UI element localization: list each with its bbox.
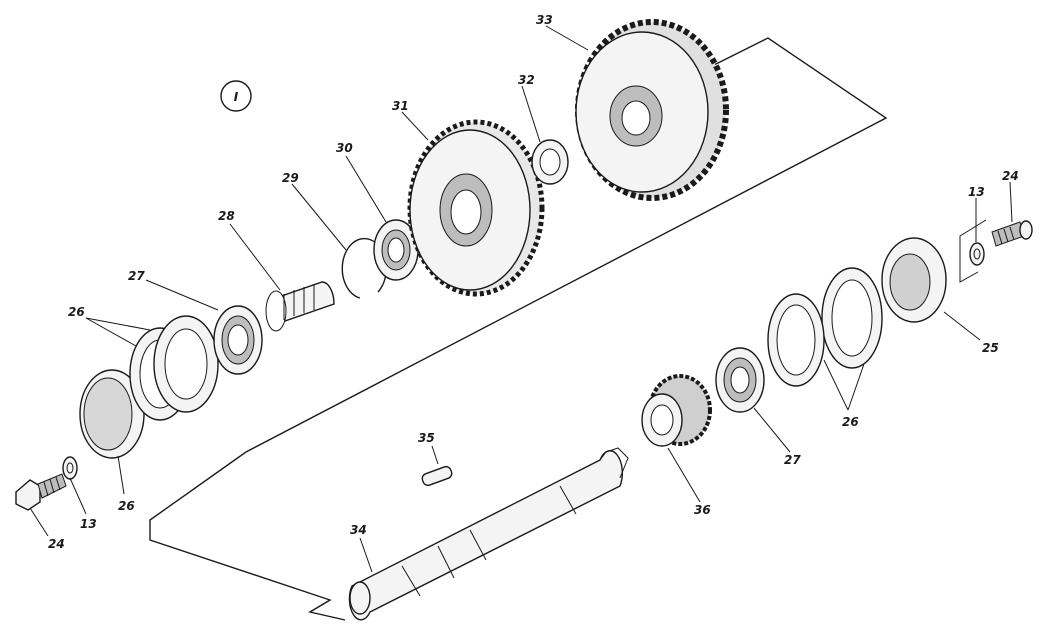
washer-right [969, 242, 985, 266]
callout-30: 30 [336, 141, 353, 155]
gasket-left-2 [153, 315, 219, 413]
gasket-right-2 [767, 293, 825, 387]
callout-27-left: 27 [128, 269, 145, 283]
callout-13-left: 13 [80, 517, 97, 531]
callout-24-right: 24 [1002, 169, 1019, 183]
bearing-right [715, 347, 765, 413]
callout-26-right: 26 [842, 415, 859, 429]
callout-24-left: 24 [48, 537, 65, 551]
cover-25 [881, 237, 947, 323]
callout-13-right: 13 [968, 185, 985, 199]
gear-31 [407, 119, 545, 297]
callout-26-upper: 26 [68, 305, 85, 319]
group-marker-label: I [234, 90, 239, 104]
bearing-left [213, 305, 263, 375]
callout-34: 34 [350, 523, 367, 537]
callout-31: 31 [392, 99, 409, 113]
bolt-right [991, 220, 1033, 247]
callout-33: 33 [536, 13, 553, 27]
gasket-right-1 [821, 267, 883, 369]
callout-36: 36 [694, 503, 711, 517]
bushing-32 [531, 139, 569, 185]
callout-35: 35 [418, 431, 435, 445]
cover-plate-left [79, 369, 145, 459]
group-marker: I [220, 80, 252, 112]
callout-26-lower: 26 [118, 499, 135, 513]
gear-33 [575, 19, 729, 201]
assembly-frame-line [149, 37, 888, 621]
shaft-34 [348, 447, 629, 621]
washer-left [62, 456, 78, 480]
callout-27-right: 27 [784, 453, 801, 467]
callout-25: 25 [982, 341, 999, 355]
bolt-left [15, 473, 67, 511]
gear-36 [641, 374, 712, 447]
right-bolt-bracket [959, 219, 987, 283]
callout-28: 28 [218, 209, 235, 223]
key-35 [421, 465, 453, 487]
roller-sleeve [265, 281, 335, 332]
callout-32: 32 [518, 73, 535, 87]
callout-29: 29 [282, 171, 299, 185]
leader-lines [29, 25, 1013, 573]
bearing-30 [373, 219, 419, 281]
